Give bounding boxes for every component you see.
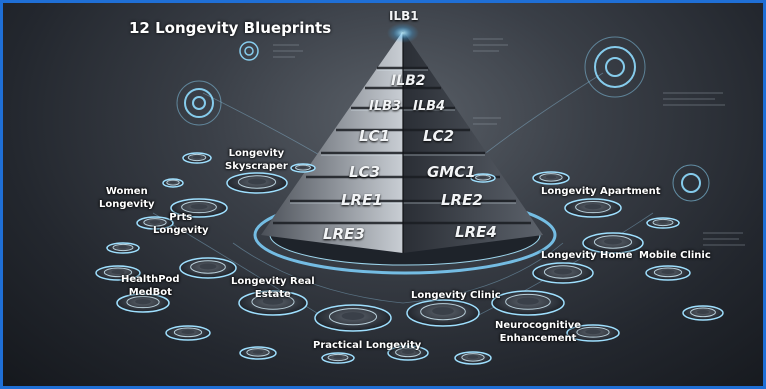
pod-disc: [165, 325, 211, 341]
tier-label: LC2: [423, 127, 455, 145]
pod-disc: [566, 324, 620, 342]
tier-label: GMC1: [427, 163, 476, 181]
label-longevity-home: Longevity Home: [541, 250, 633, 261]
tier-label: ILB2: [391, 73, 426, 89]
label-practical-longevity: Practical Longevity: [313, 340, 422, 351]
pod-disc: [136, 216, 174, 230]
pod-disc: [170, 198, 228, 218]
pod-disc: [532, 171, 570, 185]
pod-disc: [226, 172, 288, 194]
tier-label: LC3: [349, 163, 381, 181]
pod-disc: [239, 346, 277, 360]
tier-label: LC1: [359, 127, 391, 145]
pod-disc: [387, 345, 429, 361]
pod-disc: [454, 351, 492, 365]
pod-disc: [182, 152, 212, 164]
tier-label: LRE4: [455, 223, 497, 241]
tier-apex-label: ILB1: [389, 9, 419, 23]
tier-label: LRE3: [323, 225, 365, 243]
label-prts-longevity: Prts Longevity: [153, 212, 209, 236]
label-longevity-apartment: Longevity Apartment: [541, 186, 661, 197]
pod-disc: [491, 290, 565, 316]
pod-disc: [290, 163, 316, 173]
hologram-emitter-icon: [239, 41, 259, 61]
pod-disc: [646, 217, 680, 229]
label-longevity-skyscraper: Longevity Skyscraper: [225, 148, 288, 172]
label-neurocognitive-enhancement: Neurocognitive Enhancement: [495, 320, 582, 344]
tier-label: LRE2: [441, 191, 483, 209]
pyramid: [261, 23, 543, 253]
pod-disc: [162, 178, 184, 188]
pod-disc: [582, 232, 644, 254]
apex-glow: [387, 23, 419, 43]
label-mobile-clinic: Mobile Clinic: [639, 250, 711, 261]
pod-disc: [564, 198, 622, 218]
pod-disc: [470, 173, 496, 183]
tier-label: LRE1: [341, 191, 383, 209]
diagram-title: 12 Longevity Blueprints: [129, 19, 332, 37]
pods: [95, 152, 724, 365]
pyramid-right-face: [403, 31, 543, 253]
pod-disc: [682, 305, 724, 321]
tier-label: ILB4: [413, 99, 446, 114]
pod-disc: [179, 257, 237, 279]
pyramid-left-face: [261, 31, 403, 253]
hologram-emitter-icon: [176, 80, 222, 126]
pod-disc: [314, 304, 392, 332]
hologram-emitter-icon: [672, 164, 710, 202]
pod-disc: [116, 293, 170, 313]
label-healthpod-medbot: HealthPod MedBot: [121, 274, 180, 298]
info-text-blocks: [273, 38, 745, 246]
pod-disc: [645, 265, 691, 281]
hologram-emitters: [176, 36, 710, 202]
label-longevity-clinic: Longevity Clinic: [411, 290, 501, 301]
pod-disc: [95, 265, 141, 281]
pod-disc: [106, 242, 140, 254]
label-longevity-real-estate: Longevity Real Estate: [231, 276, 315, 300]
pod-disc: [532, 262, 594, 284]
pod-disc: [406, 299, 480, 327]
hologram-emitter-icon: [584, 36, 646, 98]
tier-label: ILB3: [369, 99, 402, 114]
scene-graphics: [95, 23, 745, 365]
label-women-longevity: Women Longevity: [99, 186, 155, 210]
pod-disc: [321, 352, 355, 364]
pod-disc: [238, 290, 308, 316]
